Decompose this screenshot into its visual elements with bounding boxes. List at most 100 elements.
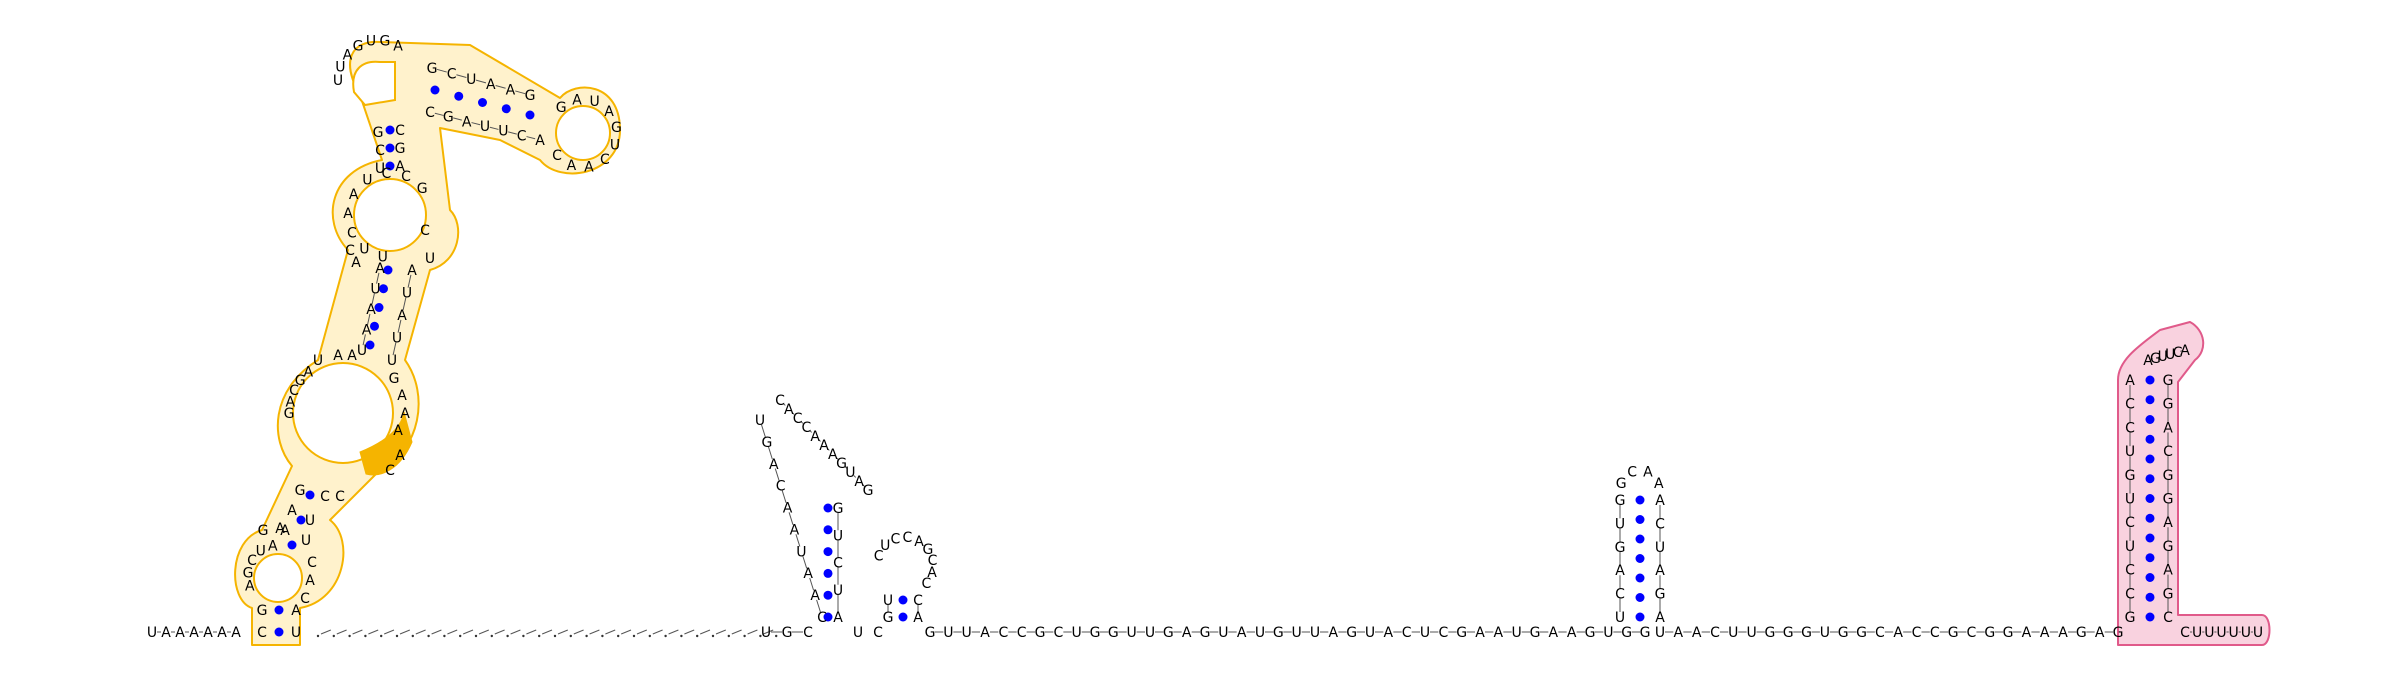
- nucleotide: C: [913, 593, 923, 609]
- nucleotide: C: [998, 625, 1008, 641]
- nucleotide: A: [291, 603, 301, 619]
- gap-dot: [648, 634, 651, 638]
- nucleotide: A: [1384, 625, 1394, 641]
- nucleotide: A: [375, 261, 385, 277]
- backbone-segment: [471, 122, 481, 126]
- base-pair-dot: [385, 125, 395, 135]
- nucleotide: G: [295, 373, 306, 389]
- base-pair-dot: [2145, 533, 2155, 543]
- nucleotide: G: [863, 483, 874, 499]
- nucleotide: C: [307, 555, 317, 571]
- nucleotide: A: [393, 423, 403, 439]
- nucleotide: A: [2058, 625, 2068, 641]
- nucleotide: A: [2125, 373, 2135, 389]
- nucleotide: A: [1674, 625, 1684, 641]
- backbone-segment: [453, 117, 462, 121]
- nucleotide: A: [366, 302, 376, 318]
- nucleotide: G: [295, 483, 306, 499]
- nucleotide: G: [1108, 625, 1119, 641]
- nucleotide: A: [604, 104, 614, 120]
- nucleotide: A: [784, 402, 794, 418]
- nucleotide: G: [1801, 625, 1812, 641]
- nucleotide: A: [1329, 625, 1339, 641]
- nucleotide: A: [462, 114, 472, 130]
- backbone-segment: [407, 274, 412, 288]
- nucleotide: U: [291, 625, 301, 641]
- nucleotide: U: [1615, 610, 1625, 626]
- gap-dot: [411, 634, 414, 638]
- pink-structure-outline: [2117, 321, 2271, 646]
- nucleotide: A: [231, 625, 241, 641]
- backbone-segment: [447, 629, 458, 635]
- gap-dot: [585, 634, 588, 638]
- nucleotide: U: [1655, 625, 1665, 641]
- nucleotide: U: [387, 353, 397, 369]
- backbone-segment: [402, 297, 407, 311]
- backbone-segment: [397, 319, 402, 333]
- backbone-segment: [605, 629, 616, 635]
- nucleotide: C: [1438, 625, 1448, 641]
- backbone-segment: [336, 629, 347, 635]
- nucleotide: C: [1615, 587, 1625, 603]
- nucleotide: C: [776, 479, 786, 495]
- nucleotide: G: [243, 565, 254, 581]
- nucleotide: A: [245, 578, 255, 594]
- nucleotide: A: [2095, 625, 2105, 641]
- gap-dot: [632, 634, 636, 638]
- nucleotide: U: [2229, 625, 2239, 641]
- nucleotide: A: [349, 187, 359, 203]
- nucleotide: C: [447, 66, 457, 82]
- nucleotide: A: [287, 503, 297, 519]
- nucleotide: A: [189, 625, 199, 641]
- nucleotide: A: [397, 308, 407, 324]
- base-pair-dot: [1635, 554, 1645, 563]
- nucleotide: G: [761, 435, 772, 451]
- base-pair-dot: [525, 110, 535, 120]
- nucleotide: C: [817, 610, 827, 626]
- nucleotide: A: [1655, 493, 1665, 509]
- nucleotide: A: [395, 159, 405, 175]
- gap-dot: [617, 634, 620, 638]
- nucleotide: C: [2125, 420, 2135, 436]
- nucleotide: A: [343, 47, 353, 63]
- base-pair-dot: [274, 605, 284, 615]
- base-pair-dot: [274, 627, 284, 637]
- backbone-segment: [320, 629, 331, 635]
- nucleotide: G: [353, 38, 364, 54]
- backbone-segment: [835, 457, 839, 460]
- nucleotide: A: [828, 447, 838, 463]
- gap-dot: [711, 634, 715, 638]
- gap-dot: [474, 634, 478, 638]
- nucleotide: A: [351, 255, 361, 271]
- gap-dot: [316, 634, 320, 638]
- nucleotide: C: [802, 420, 812, 436]
- backbone-segment: [684, 629, 695, 635]
- nucleotide: U: [466, 72, 476, 88]
- gap-dot: [538, 634, 541, 638]
- nucleotide: G: [1035, 625, 1046, 641]
- nucleotide: G: [1615, 493, 1626, 509]
- nucleotide: A: [1237, 625, 1247, 641]
- backbone-lines: [157, 68, 2253, 638]
- backbone-segment: [2165, 354, 2168, 356]
- nucleotide: A: [2180, 343, 2190, 359]
- backbone-segment: [621, 629, 632, 635]
- nucleotide: C: [2125, 563, 2135, 579]
- nucleotide: C: [300, 591, 310, 607]
- nucleotide: G: [2163, 539, 2174, 555]
- nucleotide: A: [833, 610, 843, 626]
- nucleotide: U: [370, 282, 380, 298]
- backbone-segment: [384, 629, 395, 635]
- nucleotide: G: [2150, 351, 2161, 367]
- gap-dot: [601, 634, 604, 638]
- nucleotide: G: [2163, 397, 2174, 413]
- nucleotide: G: [1163, 625, 1174, 641]
- nucleotide: G: [1090, 625, 1101, 641]
- nucleotide: A: [343, 206, 353, 222]
- nucleotide: G: [1838, 625, 1849, 641]
- base-pair-dot: [305, 490, 315, 500]
- nucleotide: C: [1017, 625, 1027, 641]
- nucleotide: U: [362, 173, 372, 189]
- nucleotide: C: [928, 553, 938, 569]
